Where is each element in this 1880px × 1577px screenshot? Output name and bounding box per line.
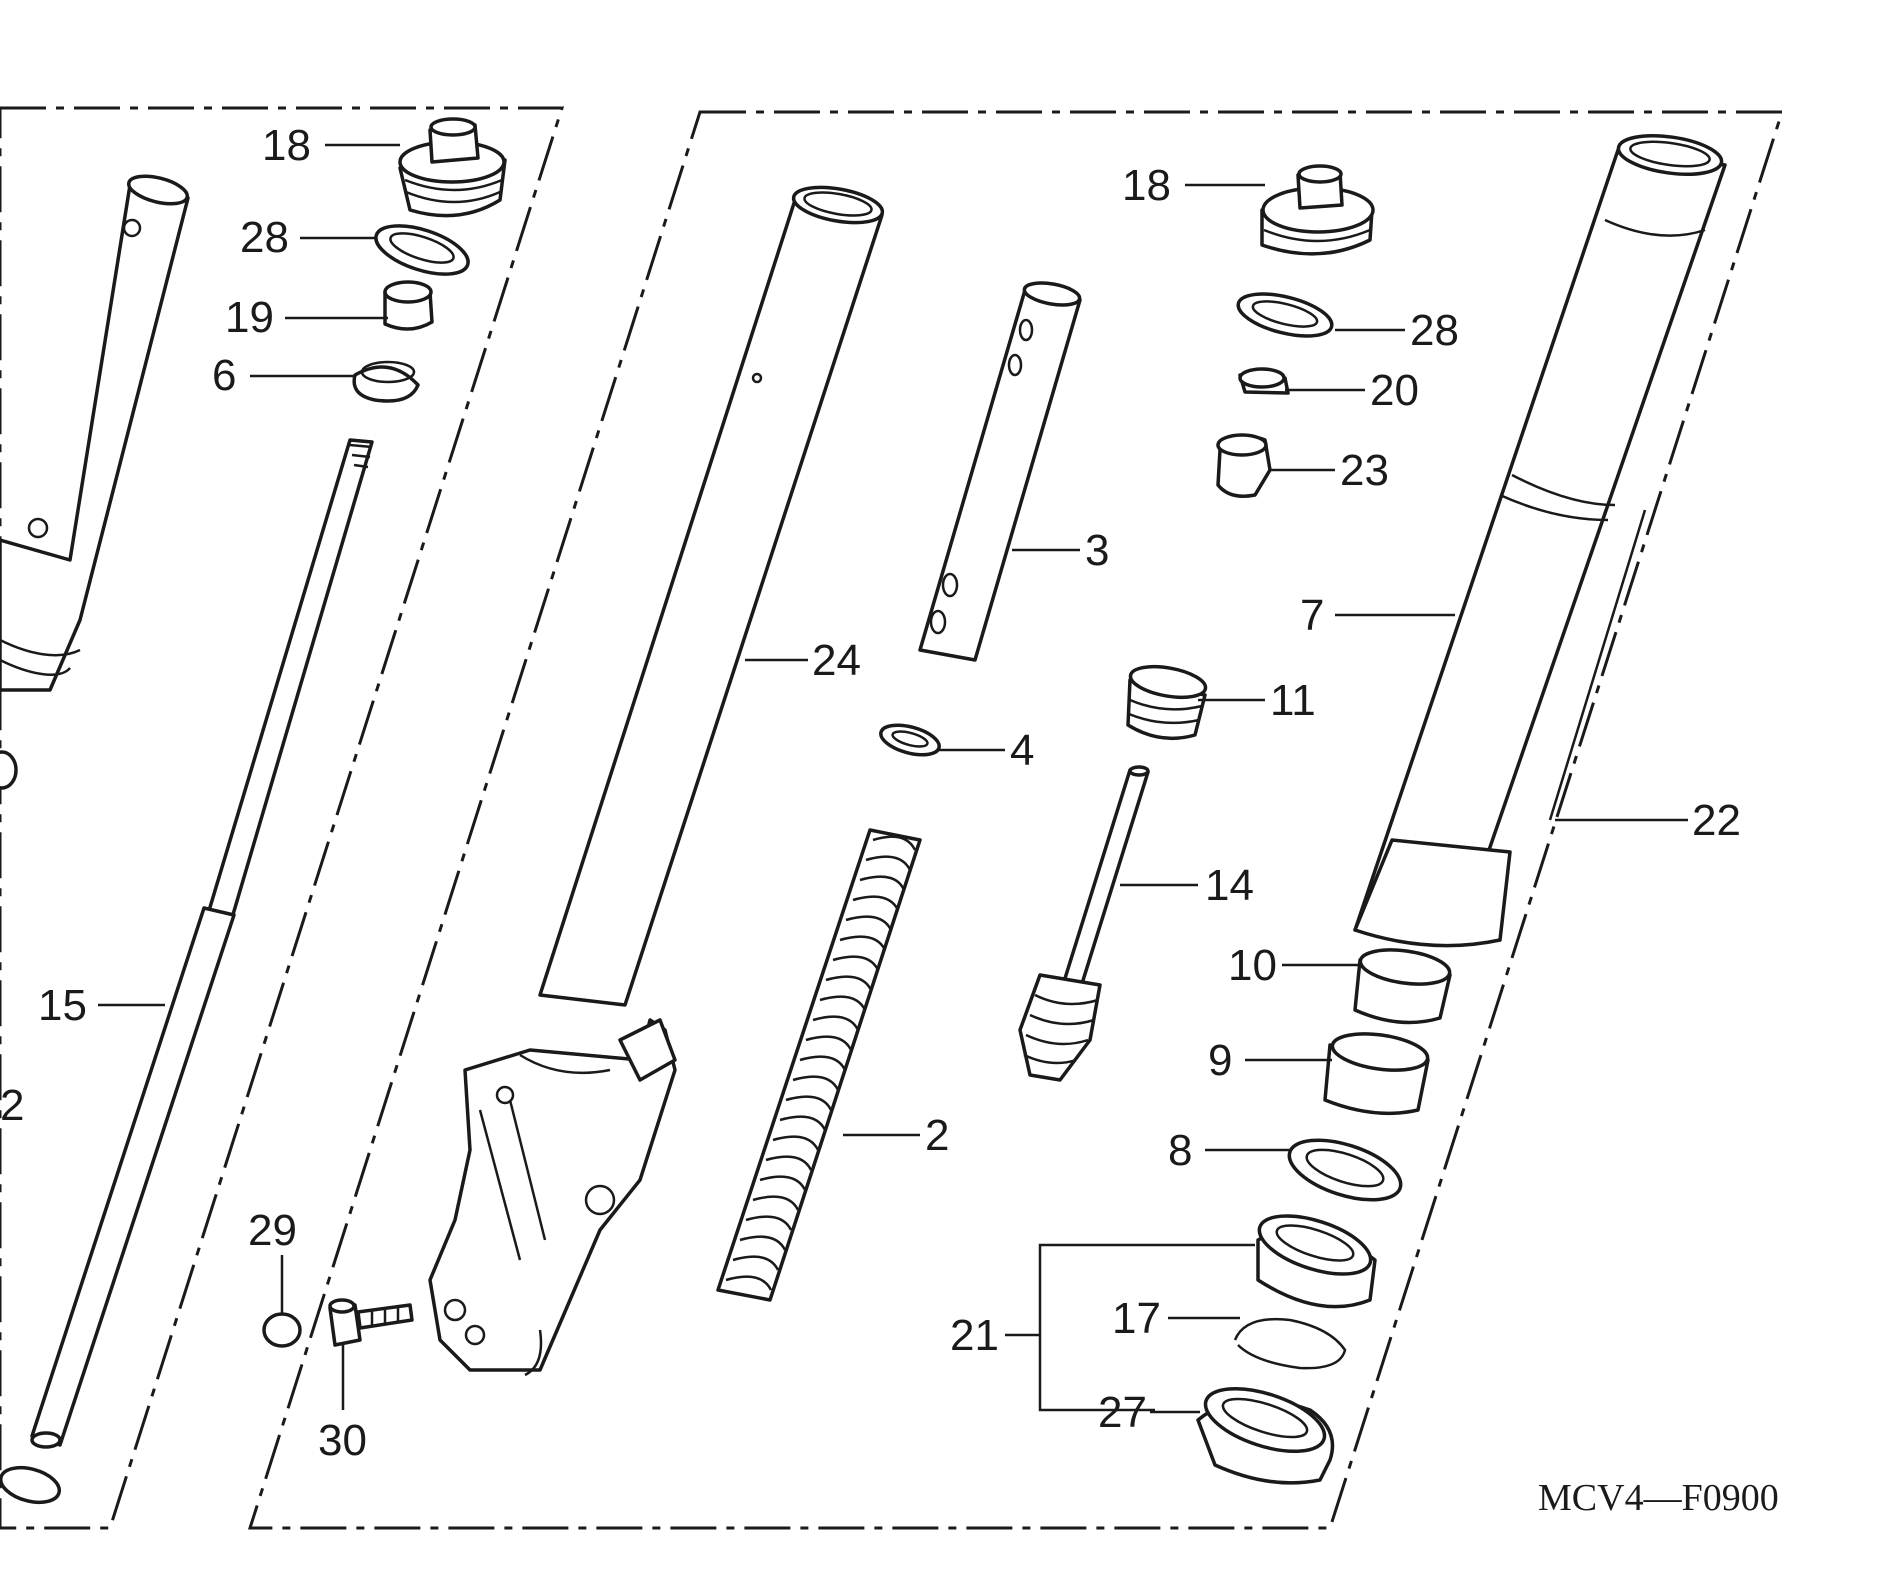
callout-11: 11 bbox=[1270, 676, 1316, 725]
callout-29: 29 bbox=[248, 1206, 297, 1255]
callout-23: 23 bbox=[1340, 446, 1389, 495]
callout-8: 8 bbox=[1168, 1126, 1192, 1175]
nut-20 bbox=[1238, 367, 1290, 395]
callout-30: 30 bbox=[318, 1416, 367, 1465]
left-small-ring bbox=[0, 750, 18, 790]
washer-4 bbox=[879, 723, 941, 757]
callout-17: 17 bbox=[1112, 1294, 1161, 1343]
dust-seal-27 bbox=[1196, 1386, 1335, 1485]
drain-cap-29 bbox=[262, 1312, 302, 1348]
slider-22-outline bbox=[1548, 509, 1647, 821]
left-damper-rod-15 bbox=[30, 438, 374, 1449]
left-panel-frame bbox=[0, 106, 565, 1530]
outer-tube-7 bbox=[1353, 134, 1727, 948]
collar-23 bbox=[1216, 433, 1272, 498]
stopper-ring-17 bbox=[1233, 1318, 1347, 1370]
damper-rod-14 bbox=[1018, 765, 1150, 1082]
washer-28 bbox=[1236, 292, 1334, 338]
oil-seal bbox=[1256, 1214, 1377, 1309]
left-washer-28 bbox=[374, 224, 470, 276]
callout-2: 2 bbox=[925, 1111, 949, 1160]
callout-7: 7 bbox=[1300, 591, 1324, 640]
leader-lines bbox=[98, 143, 1688, 1414]
fork-tube-24 bbox=[538, 185, 885, 1007]
left-bottom-ring bbox=[0, 1465, 62, 1505]
socket-bolt-30 bbox=[328, 1298, 414, 1347]
callout-left-28: 28 bbox=[240, 213, 289, 262]
rebound-bolt-11 bbox=[1126, 664, 1208, 741]
fork-slider-axle-holder bbox=[428, 1018, 677, 1377]
left-fork-cap-bolt bbox=[398, 117, 507, 218]
slide-bushing-10 bbox=[1353, 948, 1452, 1025]
callout-left-15: 15 bbox=[38, 981, 87, 1030]
guide-bushing-9 bbox=[1323, 1032, 1430, 1116]
fork-cap-bolt-18 bbox=[1260, 164, 1375, 256]
callout-28: 28 bbox=[1410, 306, 1459, 355]
callout-18: 18 bbox=[1122, 161, 1171, 210]
callout-27: 27 bbox=[1098, 1388, 1147, 1437]
callout-20: 20 bbox=[1370, 366, 1419, 415]
callout-10: 10 bbox=[1228, 941, 1277, 990]
callout-4: 4 bbox=[1010, 726, 1034, 775]
diagram-code: MCV4—F0900 bbox=[1538, 1477, 1779, 1519]
left-nut-19 bbox=[383, 280, 434, 331]
callout-left-18: 18 bbox=[262, 121, 311, 170]
callout-3: 3 bbox=[1085, 526, 1109, 575]
callout-9: 9 bbox=[1208, 1036, 1232, 1085]
callout-21: 21 bbox=[950, 1311, 999, 1360]
callout-left-6: 6 bbox=[212, 351, 236, 400]
callout-left-19: 19 bbox=[225, 293, 274, 342]
fork-spring-2 bbox=[716, 828, 922, 1302]
backup-ring-8 bbox=[1287, 1138, 1403, 1202]
callout-22: 22 bbox=[1692, 796, 1741, 845]
damper-tube-3 bbox=[918, 281, 1082, 662]
left-fork-tube bbox=[0, 174, 190, 692]
callout-24: 24 bbox=[812, 636, 861, 685]
callout-14: 14 bbox=[1205, 861, 1254, 910]
left-seat-6 bbox=[352, 360, 420, 403]
callout-left-2: 2 bbox=[0, 1081, 24, 1130]
